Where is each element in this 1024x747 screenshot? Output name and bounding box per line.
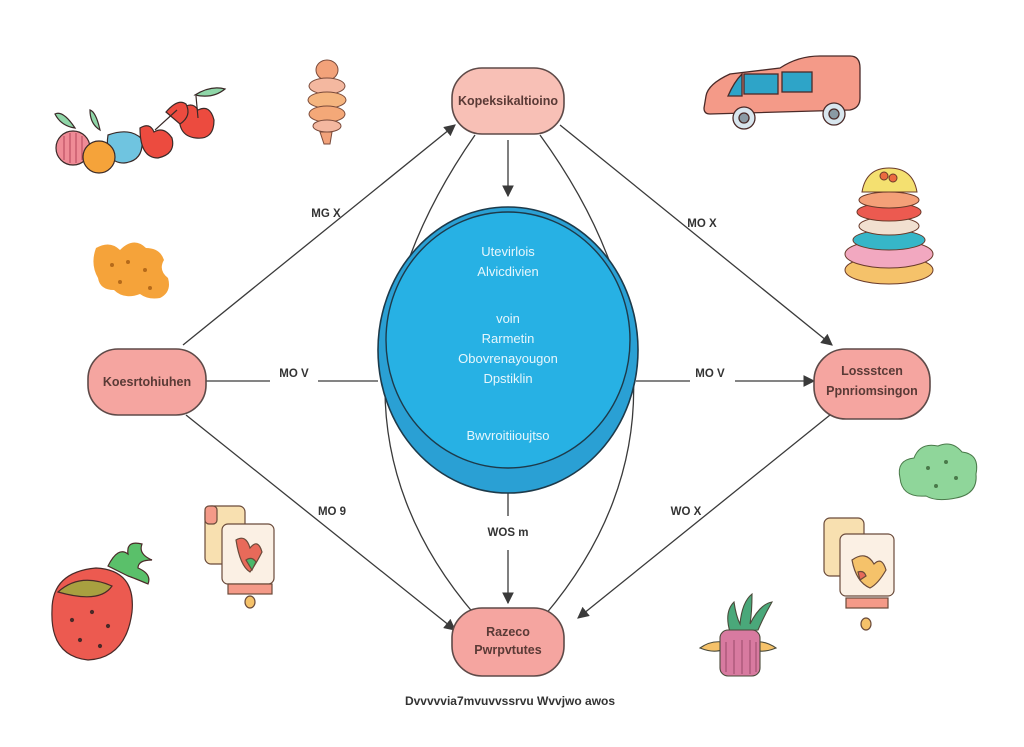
strawberry-illustration	[51, 542, 153, 661]
edge-label-left-to-bottom: MO 9	[318, 506, 346, 518]
hub-text-line: Utevirlois	[481, 244, 535, 259]
edge-label-top-to-right: MO X	[687, 218, 717, 230]
layered-cake-illustration	[844, 167, 934, 285]
green-shrub-illustration	[898, 443, 978, 501]
node-left[interactable]: Koesrtohiuhen	[87, 348, 207, 416]
node-bottom[interactable]: Razeco Pwrpvtutes	[451, 607, 565, 677]
edge-label-left-to-top: MG X	[311, 208, 341, 220]
node-right-label: Ppnriomsingon	[826, 384, 918, 398]
hub-inner-ellipse	[385, 211, 631, 469]
hub-text-line: Obovrenayougon	[458, 351, 558, 366]
edge-label-left-to-hub: MO V	[279, 368, 309, 380]
van-illustration	[703, 55, 861, 130]
pastry-stack-illustration	[307, 59, 347, 145]
hub-text-line: Alvicdivien	[477, 264, 538, 279]
edge-label-hub-to-right: MO V	[695, 368, 725, 380]
scroll-right-illustration	[823, 517, 895, 631]
node-bottom-label: Pwrpvtutes	[474, 643, 541, 657]
potted-plant-illustration	[698, 592, 778, 677]
diagram-caption: Dvvvvvia7mvuvvssrvu Wvvjwo awos	[405, 694, 615, 708]
node-bottom-label: Razeco	[486, 625, 530, 639]
edge-label-hub-to-bottom: WOS m	[488, 527, 529, 539]
edge-left-to-top	[182, 124, 456, 346]
edge-label-right-to-bottom: WO X	[671, 506, 702, 518]
hub-text-line: Bwvroitiioujtso	[466, 428, 549, 443]
hub-text-line: Rarmetin	[482, 331, 535, 346]
edge-top-to-right	[559, 124, 833, 346]
edge-right-to-bottom	[577, 414, 831, 619]
central-hub[interactable]: Utevirlois Alvicdivien voin Rarmetin Obo…	[377, 206, 639, 494]
edge-left-to-bottom	[185, 414, 456, 631]
node-top-label: Kopeksikaltioino	[458, 94, 558, 108]
node-right-label: Lossstcen	[841, 364, 903, 378]
fruit-cluster-illustration	[54, 87, 227, 174]
node-top[interactable]: Kopeksikaltioino	[451, 67, 565, 135]
hub-text-line: Dpstiklin	[483, 371, 532, 386]
node-left-label: Koesrtohiuhen	[103, 375, 191, 389]
cracker-illustration	[93, 242, 169, 299]
hub-text-line: voin	[496, 311, 520, 326]
node-right[interactable]: Lossstcen Ppnriomsingon	[813, 348, 931, 420]
scroll-left-illustration	[204, 505, 275, 609]
